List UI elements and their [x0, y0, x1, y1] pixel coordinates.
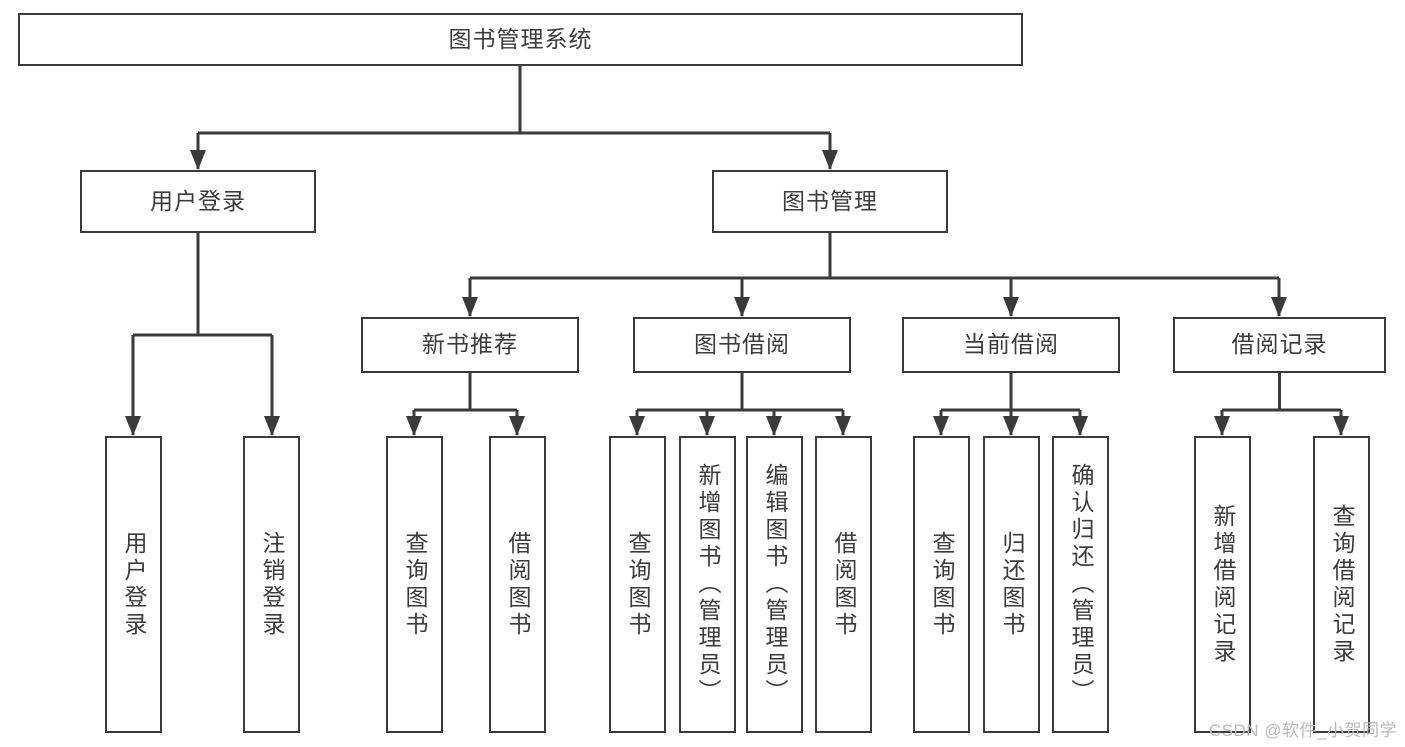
node-label: 注销登录 [259, 530, 285, 639]
arrowhead-icon [1003, 297, 1019, 317]
node-leaf-leaf-query-book-3: 查询图书 [913, 436, 970, 733]
arrowhead-icon [1214, 416, 1230, 436]
arrowhead-icon [629, 416, 645, 436]
node-label: 查询借阅记录 [1329, 503, 1355, 666]
node-leaf-leaf-edit-book-admin: 编辑图书（管理员） [746, 436, 803, 733]
arrowhead-icon [933, 416, 949, 436]
node-label: 查询图书 [929, 530, 955, 639]
node-label: 归还图书 [999, 530, 1025, 639]
watermark-label: CSDN @软件_小贺同学 [1208, 721, 1397, 740]
node-leaf-leaf-logout-login: 注销登录 [243, 436, 300, 733]
node-leaf-leaf-user-login: 用户登录 [105, 436, 162, 733]
node-leaf-leaf-confirm-return-admin: 确认归还（管理员） [1052, 436, 1109, 733]
arrowhead-icon [125, 416, 141, 436]
node-label: 新增借阅记录 [1210, 503, 1236, 666]
node-leaf-leaf-add-book-admin: 新增图书（管理员） [679, 436, 736, 733]
node-l3-book-borrow: 图书借阅 [633, 317, 851, 373]
arrowhead-icon [699, 416, 715, 436]
arrowhead-icon [835, 416, 851, 436]
node-label: 用户登录 [150, 187, 246, 214]
node-label: 图书管理系统 [448, 25, 593, 52]
node-l3-borrow-record: 借阅记录 [1173, 317, 1386, 373]
node-label: 新书推荐 [422, 331, 518, 358]
node-l3-new-book-recommend: 新书推荐 [361, 317, 579, 373]
node-l3-current-borrow: 当前借阅 [902, 317, 1120, 373]
arrowhead-icon [734, 297, 750, 317]
arrowhead-icon [462, 297, 478, 317]
node-label: 编辑图书（管理员） [762, 463, 788, 706]
node-leaf-leaf-return-book: 归还图书 [983, 436, 1040, 733]
node-l2-user-login: 用户登录 [80, 170, 316, 233]
node-label: 借阅记录 [1231, 331, 1328, 358]
node-label: 用户登录 [121, 530, 147, 639]
node-root-root: 图书管理系统 [18, 13, 1023, 66]
node-label: 查询图书 [402, 530, 428, 639]
node-leaf-leaf-query-borrow-record: 查询借阅记录 [1313, 436, 1370, 733]
arrowhead-icon [1271, 297, 1287, 317]
arrowhead-icon [1333, 416, 1349, 436]
arrowhead-icon [509, 416, 525, 436]
arrowhead-icon [264, 416, 280, 436]
node-leaf-leaf-borrow-book-2: 借阅图书 [815, 436, 872, 733]
node-label: 借阅图书 [505, 530, 531, 639]
node-label: 图书借阅 [694, 331, 790, 358]
arrowhead-icon [1072, 416, 1088, 436]
node-label: 确认归还（管理员） [1068, 463, 1094, 706]
arrowhead-icon [406, 416, 422, 436]
node-label: 查询图书 [625, 530, 651, 639]
node-leaf-leaf-query-book-2: 查询图书 [609, 436, 666, 733]
node-label: 图书管理 [782, 187, 878, 214]
node-l2-book-manage: 图书管理 [712, 170, 948, 233]
node-label: 新增图书（管理员） [695, 463, 721, 706]
arrowhead-icon [190, 150, 206, 170]
arrowhead-icon [766, 416, 782, 436]
node-leaf-leaf-query-book-1: 查询图书 [386, 436, 443, 733]
node-label: 借阅图书 [831, 530, 857, 639]
node-leaf-leaf-borrow-book-1: 借阅图书 [489, 436, 546, 733]
arrowhead-icon [1003, 416, 1019, 436]
node-leaf-leaf-add-borrow-record: 新增借阅记录 [1194, 436, 1251, 733]
arrowhead-icon [822, 150, 838, 170]
node-label: 当前借阅 [963, 331, 1059, 358]
